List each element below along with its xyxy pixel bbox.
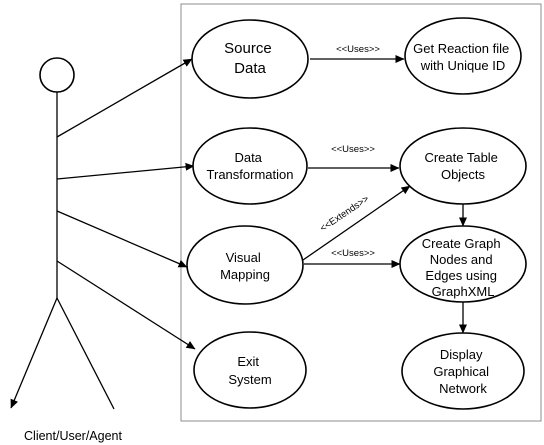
create-graph-line-2: Nodes and: [430, 252, 493, 267]
uses-label-2: <<Uses>>: [331, 144, 375, 155]
association-data-transformation: [56, 162, 195, 180]
uses-label-3: <<Uses>>: [331, 248, 375, 259]
display-network-line-1: Display: [440, 347, 483, 362]
svg-text:Exit System: Exit System: [228, 354, 271, 387]
svg-text:Create Table Objects: Create Table Objects: [424, 150, 501, 182]
create-table-objects-line-1: Create Table: [424, 150, 497, 165]
use-case-create-graph-nodes: Create Graph Nodes and Edges using Graph…: [399, 225, 527, 303]
use-case-get-reaction-file: Get Reaction file with Unique ID: [404, 17, 522, 95]
get-reaction-file-line-2: with Unique ID: [420, 58, 506, 73]
svg-text:Display Graphical: Display Graphical Network: [433, 347, 492, 396]
source-data-line-2: Data: [234, 60, 266, 77]
actor-left-leg: [10, 297, 58, 409]
actor-figure: [10, 57, 115, 410]
data-transformation-line-2: Transformation: [207, 167, 294, 182]
uses-label-1: <<Uses>>: [336, 44, 380, 55]
create-graph-line-1: Create Graph: [422, 236, 501, 251]
use-case-display-network: Display Graphical Network: [401, 332, 525, 410]
use-case-create-table-objects: Create Table Objects: [399, 127, 527, 205]
actor-head: [39, 57, 75, 93]
create-graph-line-4: GraphXML: [432, 284, 495, 299]
use-case-exit-system: Exit System: [193, 331, 307, 409]
create-table-objects-line-2: Objects: [441, 167, 486, 182]
actor-right-leg: [56, 297, 115, 410]
display-network-line-3: Network: [439, 381, 487, 396]
exit-system-line-2: System: [228, 372, 271, 387]
actor-label: Client/User/Agent: [24, 429, 122, 443]
create-graph-line-3: Edges using: [425, 268, 497, 283]
use-case-visual-mapping: Visual Mapping: [186, 225, 304, 305]
association-source-data: [56, 58, 193, 138]
svg-text:Data Transformation: Data Transformation: [207, 150, 294, 182]
svg-text:Visual Mapping: Visual Mapping: [220, 250, 270, 282]
extends-arrow-visual-to-table: [302, 185, 411, 261]
svg-text:Create Graph Nodes and: Create Graph Nodes and Edges using Graph…: [422, 236, 504, 299]
svg-text:Get Reaction file with U: Get Reaction file with Unique ID: [413, 41, 513, 73]
association-exit-system: [56, 260, 196, 350]
get-reaction-file-line-1: Get Reaction file: [413, 41, 509, 56]
display-network-line-2: Graphical: [433, 364, 489, 379]
visual-mapping-line-1: Visual: [226, 250, 261, 265]
source-data-line-1: Source: [224, 40, 272, 57]
use-case-source-data: Source Data: [191, 19, 309, 99]
data-transformation-line-1: Data: [234, 150, 262, 165]
association-visual-mapping: [56, 210, 188, 268]
exit-system-line-1: Exit: [237, 354, 259, 369]
svg-text:Source Data: Source Data: [224, 40, 276, 77]
use-case-data-transformation: Data Transformation: [192, 127, 308, 205]
visual-mapping-line-2: Mapping: [220, 267, 270, 282]
